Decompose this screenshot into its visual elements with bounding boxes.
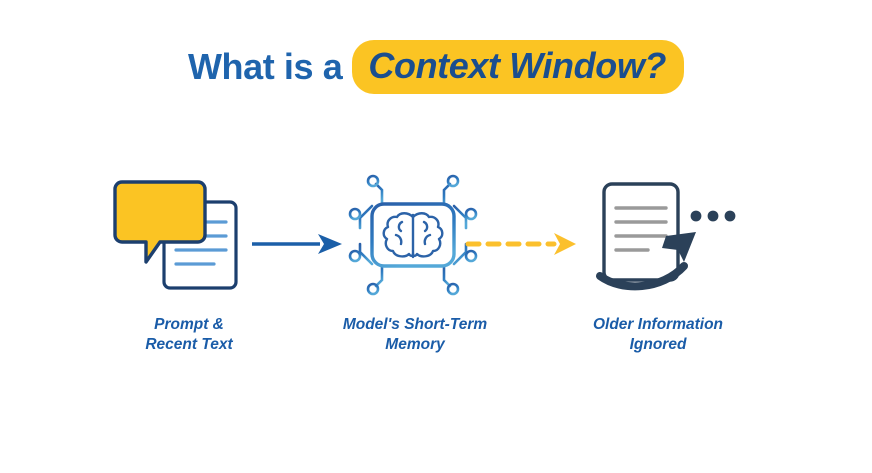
caption-older-line2: Ignored bbox=[629, 336, 687, 353]
page-title-lead: What is a bbox=[187, 46, 343, 87]
caption-older-line1: Older Information bbox=[592, 316, 724, 333]
page-title-highlight: Context Window? bbox=[352, 40, 685, 94]
brain-shape bbox=[382, 212, 444, 259]
diagram-node-older bbox=[570, 170, 746, 291]
caption-older: Older Information Ignored bbox=[570, 315, 746, 355]
speech-bubble-shape bbox=[113, 180, 207, 264]
connector-prompt-to-memory bbox=[252, 232, 344, 256]
document-arrow-out-icon bbox=[570, 170, 746, 291]
speech-bubble-document-icon bbox=[108, 170, 270, 290]
caption-prompt: Prompt & Recent Text bbox=[108, 315, 270, 355]
diagram-node-memory bbox=[330, 170, 500, 296]
caption-prompt-line2: Recent Text bbox=[145, 336, 233, 353]
context-window-diagram: Prompt & Recent Text Model's Short-Term … bbox=[0, 170, 872, 370]
document-shape bbox=[602, 182, 680, 282]
curved-arrow-shape bbox=[596, 232, 696, 291]
connector-memory-to-older bbox=[465, 232, 580, 256]
caption-memory-line1: Model's Short-Term bbox=[342, 316, 488, 333]
caption-prompt-line1: Prompt & bbox=[154, 316, 224, 333]
caption-memory: Model's Short-Term Memory bbox=[330, 315, 500, 355]
cpu-brain-chip-icon bbox=[330, 170, 500, 296]
ellipsis-dots bbox=[690, 210, 736, 222]
diagram-node-prompt bbox=[108, 170, 270, 290]
caption-memory-line2: Memory bbox=[385, 336, 445, 353]
